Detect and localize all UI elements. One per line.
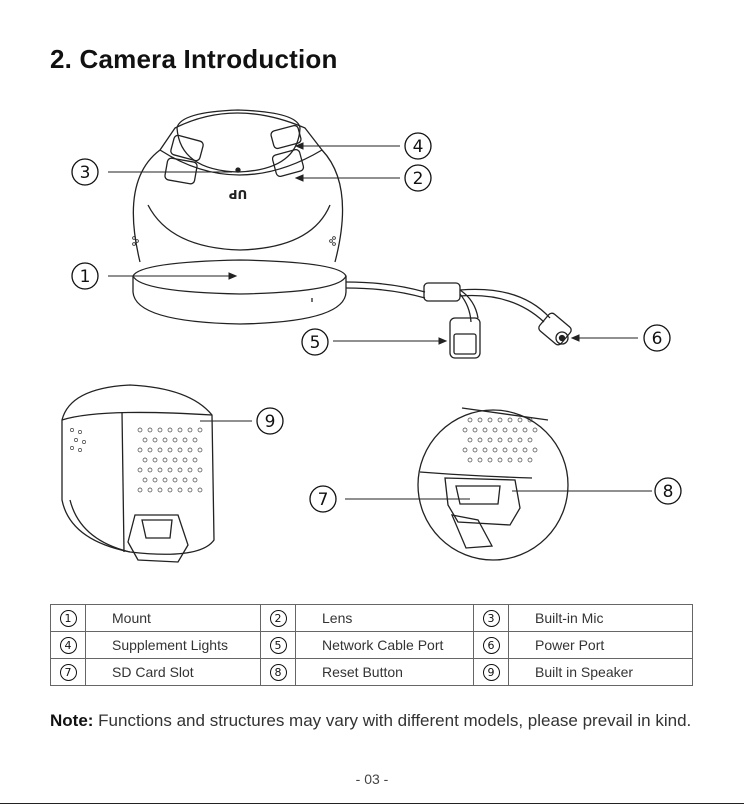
note-paragraph: Note: Functions and structures may vary … (50, 708, 700, 733)
callout-5: 5 (310, 333, 321, 353)
callout-2: 2 (413, 169, 424, 189)
speaker-grille (70, 428, 202, 492)
table-row: 1 Mount 2 Lens 3 Built-in Mic (51, 605, 693, 632)
legend-label: Reset Button (296, 659, 474, 686)
legend-number: 8 (270, 664, 287, 681)
legend-label: Built-in Mic (509, 605, 693, 632)
legend-number: 9 (483, 664, 500, 681)
brand-mark: UP (229, 187, 248, 201)
callout-8: 8 (663, 482, 674, 502)
camera-diagram: UP 3 4 2 1 5 6 9 7 8 (0, 0, 744, 600)
callout-3: 3 (80, 163, 91, 183)
note-label: Note: (50, 711, 93, 730)
legend-label: Built in Speaker (509, 659, 693, 686)
parts-legend-table: 1 Mount 2 Lens 3 Built-in Mic 4 Suppleme… (50, 604, 693, 686)
legend-label: Power Port (509, 632, 693, 659)
callout-4: 4 (413, 137, 424, 157)
camera-back-view (62, 385, 214, 562)
legend-number: 4 (60, 637, 77, 654)
callout-9: 9 (265, 412, 276, 432)
legend-label: Supplement Lights (86, 632, 261, 659)
table-row: 4 Supplement Lights 5 Network Cable Port… (51, 632, 693, 659)
legend-label: Network Cable Port (296, 632, 474, 659)
camera-base (133, 276, 346, 324)
callout-1: 1 (80, 267, 91, 287)
page-bottom-rule (0, 803, 744, 804)
legend-number: 2 (270, 610, 287, 627)
legend-label: SD Card Slot (86, 659, 261, 686)
legend-number: 6 (483, 637, 500, 654)
callout-6: 6 (652, 329, 663, 349)
legend-number: 5 (270, 637, 287, 654)
page-number: - 03 - (0, 771, 744, 787)
legend-number: 7 (60, 664, 77, 681)
legend-number: 3 (483, 610, 500, 627)
legend-label: Mount (86, 605, 261, 632)
legend-number: 1 (60, 610, 77, 627)
legend-label: Lens (296, 605, 474, 632)
table-row: 7 SD Card Slot 8 Reset Button 9 Built in… (51, 659, 693, 686)
note-text: Functions and structures may vary with d… (93, 711, 691, 730)
callout-7: 7 (318, 490, 329, 510)
